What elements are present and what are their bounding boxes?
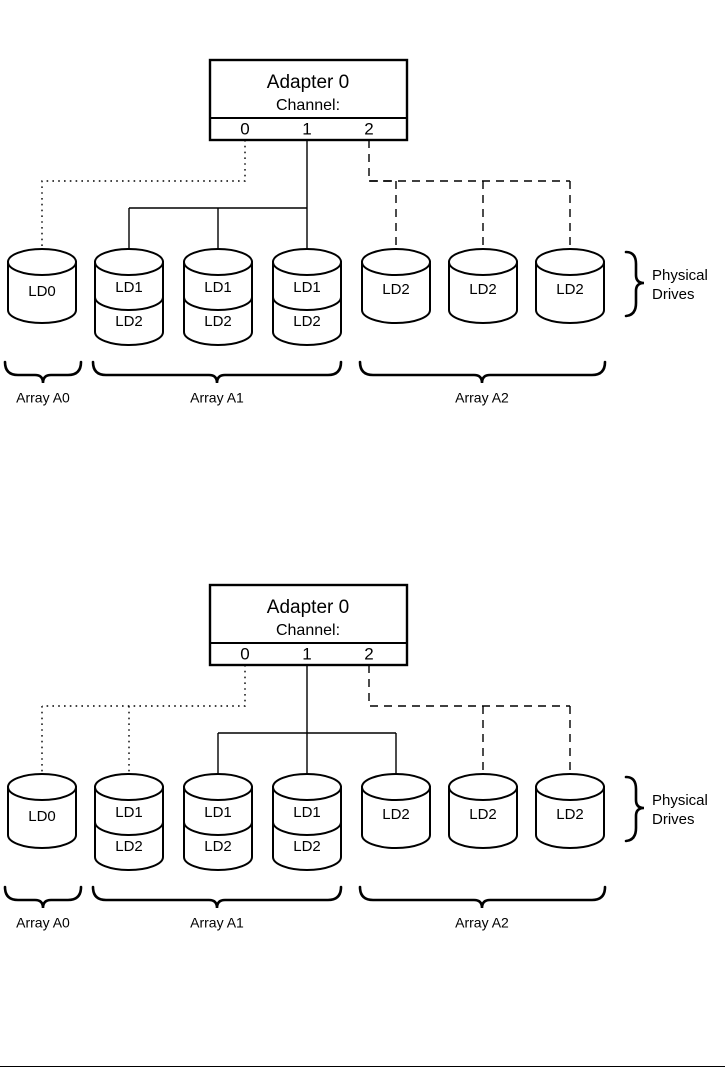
drive-2: LD1 LD2: [183, 248, 253, 346]
array-label-1: Array A1: [190, 390, 244, 406]
drive-0-segment-0-label: LD0: [28, 283, 56, 300]
drive-5-segment-0-label: LD2: [469, 806, 497, 823]
channel-1-connector: [128, 140, 308, 258]
drive-1-segment-0-label: LD1: [115, 279, 143, 296]
channel-label: Channel:: [276, 622, 340, 639]
raid-diagram-1: Adapter 0 Channel: 0 1 2 LD0 LD1 LD2 LD1…: [0, 0, 725, 430]
drive-3-segment-0-label: LD1: [293, 279, 321, 296]
adapter-title: Adapter 0: [267, 72, 349, 93]
array-label-2: Array A2: [455, 915, 509, 931]
physical-drives-line-1: Physical: [652, 267, 708, 284]
drive-3-segment-1-label: LD2: [293, 313, 321, 330]
array-bracket-1: Array A1: [91, 885, 343, 931]
channel-0-connector: [41, 665, 246, 783]
channel-2-connector: [368, 140, 571, 258]
drive-0-segment-0-label: LD0: [28, 808, 56, 825]
drive-1-segment-1-label: LD2: [115, 838, 143, 855]
drive-1: LD1 LD2: [94, 248, 164, 346]
channel-number-2: 2: [364, 119, 373, 138]
array-bracket-2: Array A2: [358, 360, 607, 406]
physical-drives-line-1: Physical: [652, 792, 708, 809]
drive-0: LD0: [7, 773, 77, 849]
array-label-2: Array A2: [455, 390, 509, 406]
array-bracket-0: Array A0: [3, 885, 83, 931]
drive-6-segment-0-label: LD2: [556, 281, 584, 298]
drive-6: LD2: [535, 248, 605, 324]
adapter-box: Adapter 0 Channel: 0 1 2: [208, 58, 409, 142]
drive-2: LD1 LD2: [183, 773, 253, 871]
adapter-box: Adapter 0 Channel: 0 1 2: [208, 583, 409, 667]
drive-1: LD1 LD2: [94, 773, 164, 871]
channel-number-2: 2: [364, 644, 373, 663]
drive-2-segment-0-label: LD1: [204, 804, 232, 821]
drive-6: LD2: [535, 773, 605, 849]
drive-5-segment-0-label: LD2: [469, 281, 497, 298]
channel-number-0: 0: [240, 119, 249, 138]
array-label-0: Array A0: [16, 390, 70, 406]
drive-5: LD2: [448, 248, 518, 324]
drive-4-segment-0-label: LD2: [382, 281, 410, 298]
drive-0: LD0: [7, 248, 77, 324]
array-bracket-0: Array A0: [3, 360, 83, 406]
drive-3-segment-0-label: LD1: [293, 804, 321, 821]
raid-diagram-2: Adapter 0 Channel: 0 1 2 LD0 LD1 LD2 LD1…: [0, 525, 725, 955]
page-footer-rule: [0, 1066, 725, 1067]
drive-2-segment-0-label: LD1: [204, 279, 232, 296]
drive-3-segment-1-label: LD2: [293, 838, 321, 855]
physical-drives-line-2: Drives: [652, 811, 695, 828]
physical-drives-bracket: Physical Drives: [624, 775, 708, 843]
drive-6-segment-0-label: LD2: [556, 806, 584, 823]
array-bracket-1: Array A1: [91, 360, 343, 406]
array-bracket-2: Array A2: [358, 885, 607, 931]
drive-4: LD2: [361, 248, 431, 324]
drive-2-segment-1-label: LD2: [204, 313, 232, 330]
drive-3: LD1 LD2: [272, 773, 342, 871]
physical-drives-bracket: Physical Drives: [624, 250, 708, 318]
channel-number-1: 1: [302, 119, 311, 138]
drive-3: LD1 LD2: [272, 248, 342, 346]
array-label-1: Array A1: [190, 915, 244, 931]
channel-0-connector: [41, 140, 246, 258]
channel-number-0: 0: [240, 644, 249, 663]
channel-number-1: 1: [302, 644, 311, 663]
drive-4: LD2: [361, 773, 431, 849]
drive-2-segment-1-label: LD2: [204, 838, 232, 855]
channel-2-connector: [368, 665, 571, 783]
array-label-0: Array A0: [16, 915, 70, 931]
physical-drives-line-2: Drives: [652, 286, 695, 303]
channel-label: Channel:: [276, 97, 340, 114]
adapter-title: Adapter 0: [267, 597, 349, 618]
drive-5: LD2: [448, 773, 518, 849]
drive-1-segment-1-label: LD2: [115, 313, 143, 330]
drive-4-segment-0-label: LD2: [382, 806, 410, 823]
drive-1-segment-0-label: LD1: [115, 804, 143, 821]
